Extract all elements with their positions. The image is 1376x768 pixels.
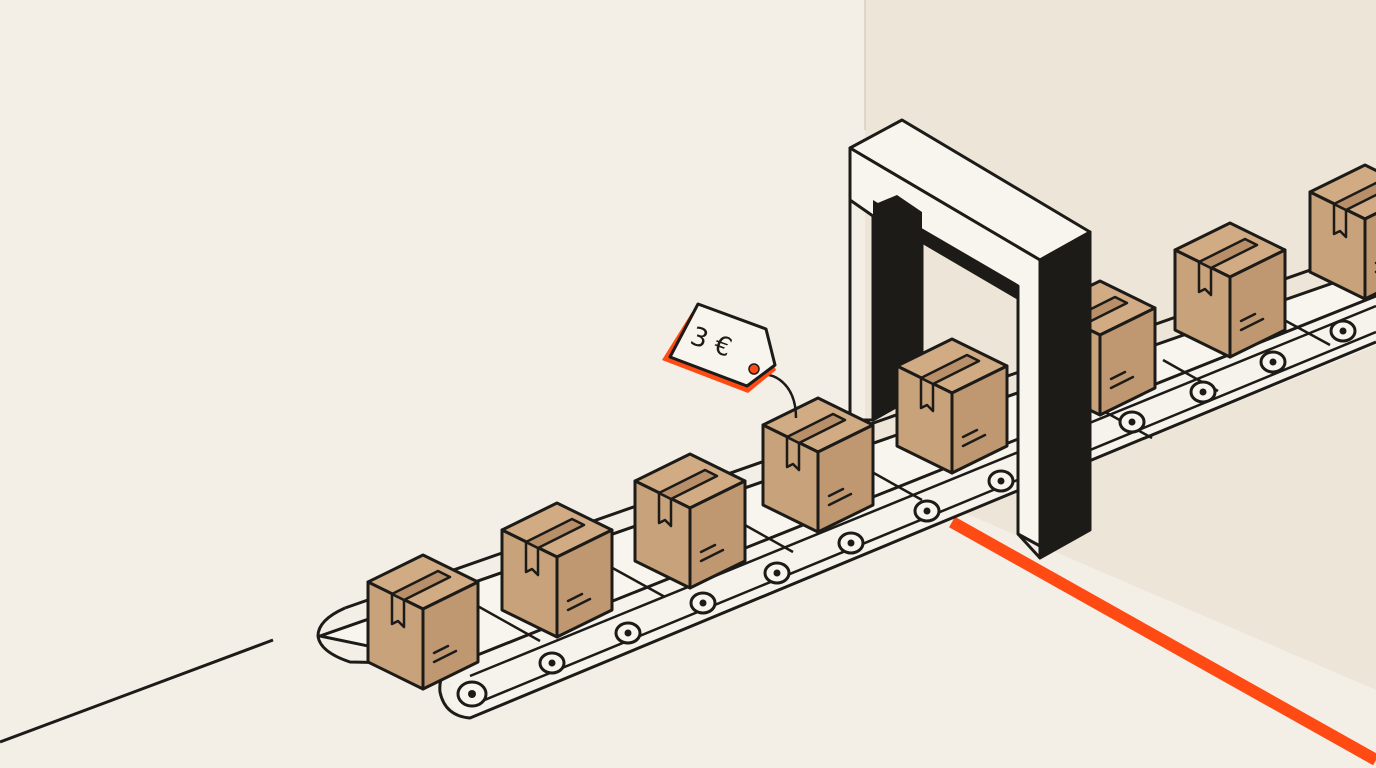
scanner-gate [848, 118, 1092, 560]
box [366, 553, 480, 691]
floor-edge-line [0, 638, 274, 744]
box [1173, 221, 1287, 359]
box [895, 337, 1009, 475]
box [500, 501, 614, 639]
tag-hole-icon [748, 363, 760, 375]
price-tag: 3 € [662, 302, 798, 419]
orange-floor-stripe [949, 516, 1376, 766]
box [761, 396, 875, 534]
box [633, 452, 747, 590]
